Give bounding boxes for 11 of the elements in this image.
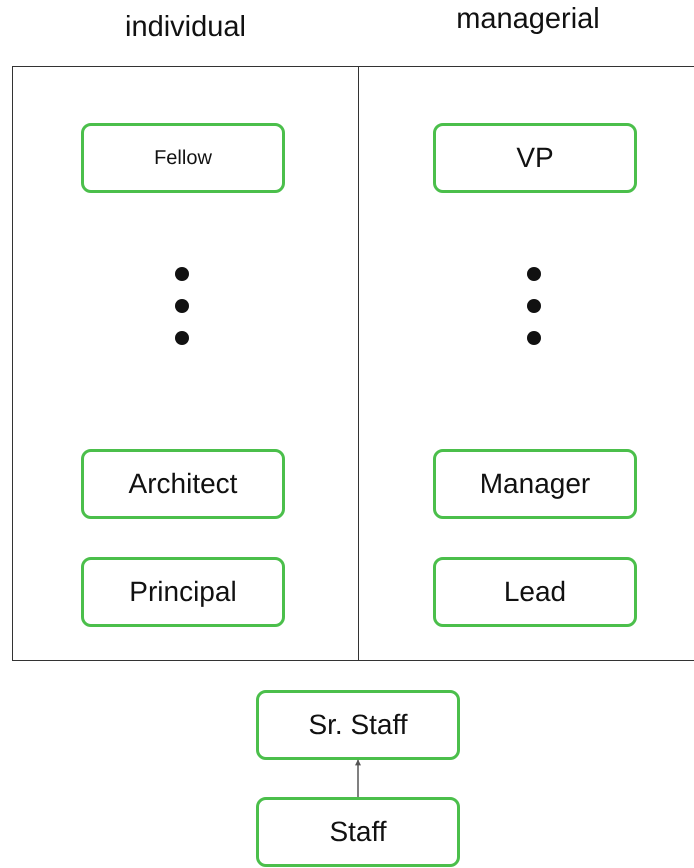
role-box: Manager bbox=[433, 449, 637, 519]
column-heading: managerial bbox=[455, 3, 601, 36]
role-box: Sr. Staff bbox=[256, 690, 460, 760]
role-box: Architect bbox=[81, 449, 285, 519]
role-box: Staff bbox=[256, 797, 460, 867]
role-box: Principal bbox=[81, 557, 285, 627]
role-box: Lead bbox=[433, 557, 637, 627]
role-box: VP bbox=[433, 123, 637, 193]
role-box: Fellow bbox=[81, 123, 285, 193]
column-heading: individual bbox=[124, 11, 247, 44]
arrow bbox=[355, 759, 361, 797]
